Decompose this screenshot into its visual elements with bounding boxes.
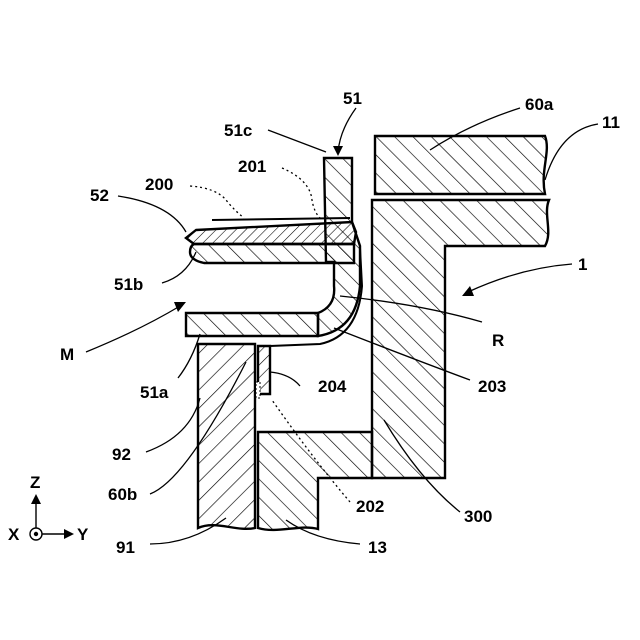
label-202: 202 bbox=[356, 497, 384, 516]
label-200: 200 bbox=[145, 175, 173, 194]
part-13 bbox=[258, 432, 372, 530]
label-13: 13 bbox=[368, 538, 387, 557]
leader-51a bbox=[178, 334, 200, 378]
leader-1 bbox=[468, 264, 572, 292]
leader-1-arrowhead bbox=[462, 286, 474, 296]
leader-11 bbox=[545, 124, 598, 180]
axis-label-z: Z bbox=[30, 473, 40, 492]
label-51a: 51a bbox=[140, 383, 169, 402]
label-60b: 60b bbox=[108, 485, 137, 504]
axis-indicator bbox=[30, 494, 74, 540]
label-R: R bbox=[492, 331, 504, 350]
leader-92 bbox=[146, 398, 200, 452]
label-60a: 60a bbox=[525, 95, 554, 114]
axis-label-y: Y bbox=[77, 525, 89, 544]
label-52: 52 bbox=[90, 186, 109, 205]
axis-label-x: X bbox=[8, 525, 20, 544]
leader-200 bbox=[190, 186, 244, 218]
leader-M-arrowhead bbox=[174, 302, 186, 312]
label-51: 51 bbox=[343, 89, 362, 108]
leader-52 bbox=[118, 196, 186, 232]
part-202-slot bbox=[256, 382, 260, 398]
label-300: 300 bbox=[464, 507, 492, 526]
part-91 bbox=[198, 344, 255, 529]
label-11: 11 bbox=[602, 113, 620, 132]
part-52-insert bbox=[186, 222, 356, 244]
label-91: 91 bbox=[116, 538, 135, 557]
part-60a bbox=[375, 136, 547, 194]
leader-M bbox=[86, 306, 180, 352]
leader-51-arrow bbox=[338, 108, 356, 152]
label-203: 203 bbox=[478, 377, 506, 396]
leader-51-arrowhead bbox=[333, 146, 343, 156]
leader-201 bbox=[282, 168, 320, 218]
label-201: 201 bbox=[238, 157, 266, 176]
leader-51c bbox=[268, 130, 326, 152]
label-51c: 51c bbox=[224, 121, 252, 140]
label-M: M bbox=[60, 345, 74, 364]
label-204: 204 bbox=[318, 377, 347, 396]
part-51a bbox=[186, 313, 318, 336]
label-51b: 51b bbox=[114, 275, 143, 294]
label-1: 1 bbox=[578, 255, 587, 274]
label-92: 92 bbox=[112, 445, 131, 464]
part-51b bbox=[190, 244, 354, 263]
leader-204 bbox=[270, 372, 300, 386]
part-11-body bbox=[372, 200, 549, 478]
